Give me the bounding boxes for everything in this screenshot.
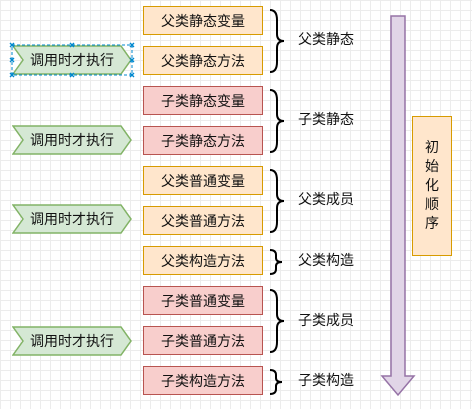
selection-outline (11, 44, 133, 76)
tag-label-3: 调用时才执行 (30, 212, 114, 228)
tag-shape-1 (12, 45, 132, 75)
handle-mid-right[interactable] (129, 57, 135, 63)
brace-parent-static (269, 9, 285, 73)
box-parent-static-var: 父类静态变量 (143, 6, 263, 35)
group-label-parent-constructor: 父类构造 (298, 253, 354, 269)
init-order-label-box: 初始化顺序 (412, 116, 452, 256)
tag-call-time-4[interactable]: 调用时才执行 (12, 326, 132, 356)
box-child-instance-method: 子类普通方法 (143, 326, 263, 355)
box-parent-constructor: 父类构造方法 (143, 246, 263, 275)
init-order-arrow (380, 15, 416, 397)
brace-child-static (269, 89, 285, 153)
handle-bottom-right[interactable] (129, 72, 135, 78)
brace-child-member (269, 289, 285, 353)
brace-child-constructor (269, 369, 283, 395)
tag-label-4: 调用时才执行 (30, 334, 114, 350)
handle-bottom-mid[interactable] (69, 72, 75, 78)
group-label-child-member: 子类成员 (298, 313, 354, 329)
handle-bottom-left[interactable] (9, 72, 15, 78)
handle-top-left[interactable] (9, 42, 15, 48)
init-order-label: 初始化顺序 (425, 139, 439, 232)
handle-top-right[interactable] (129, 42, 135, 48)
box-child-instance-var: 子类普通变量 (143, 286, 263, 315)
brace-parent-member (269, 169, 285, 233)
box-child-static-method: 子类静态方法 (143, 126, 263, 155)
tag-call-time-2[interactable]: 调用时才执行 (12, 125, 132, 155)
box-child-constructor: 子类构造方法 (143, 366, 263, 395)
box-child-static-var: 子类静态变量 (143, 86, 263, 115)
group-label-child-static: 子类静态 (298, 112, 354, 128)
group-label-parent-static: 父类静态 (298, 32, 354, 48)
tag-label-2: 调用时才执行 (30, 133, 114, 149)
brace-parent-constructor (269, 249, 283, 275)
group-label-parent-member: 父类成员 (298, 192, 354, 208)
tag-shape-2 (12, 125, 132, 155)
group-label-child-constructor: 子类构造 (298, 373, 354, 389)
tag-call-time-1[interactable]: 调用时才执行 (12, 45, 132, 75)
tag-shape-3 (12, 204, 132, 234)
handle-mid-left[interactable] (9, 57, 15, 63)
selection-handles (9, 42, 135, 78)
handle-top-mid[interactable] (69, 42, 75, 48)
box-parent-instance-method: 父类普通方法 (143, 206, 263, 235)
box-parent-instance-var: 父类普通变量 (143, 166, 263, 195)
tag-label-1: 调用时才执行 (30, 53, 114, 69)
tag-call-time-3[interactable]: 调用时才执行 (12, 204, 132, 234)
box-parent-static-method: 父类静态方法 (143, 46, 263, 75)
tag-shape-4 (12, 326, 132, 356)
